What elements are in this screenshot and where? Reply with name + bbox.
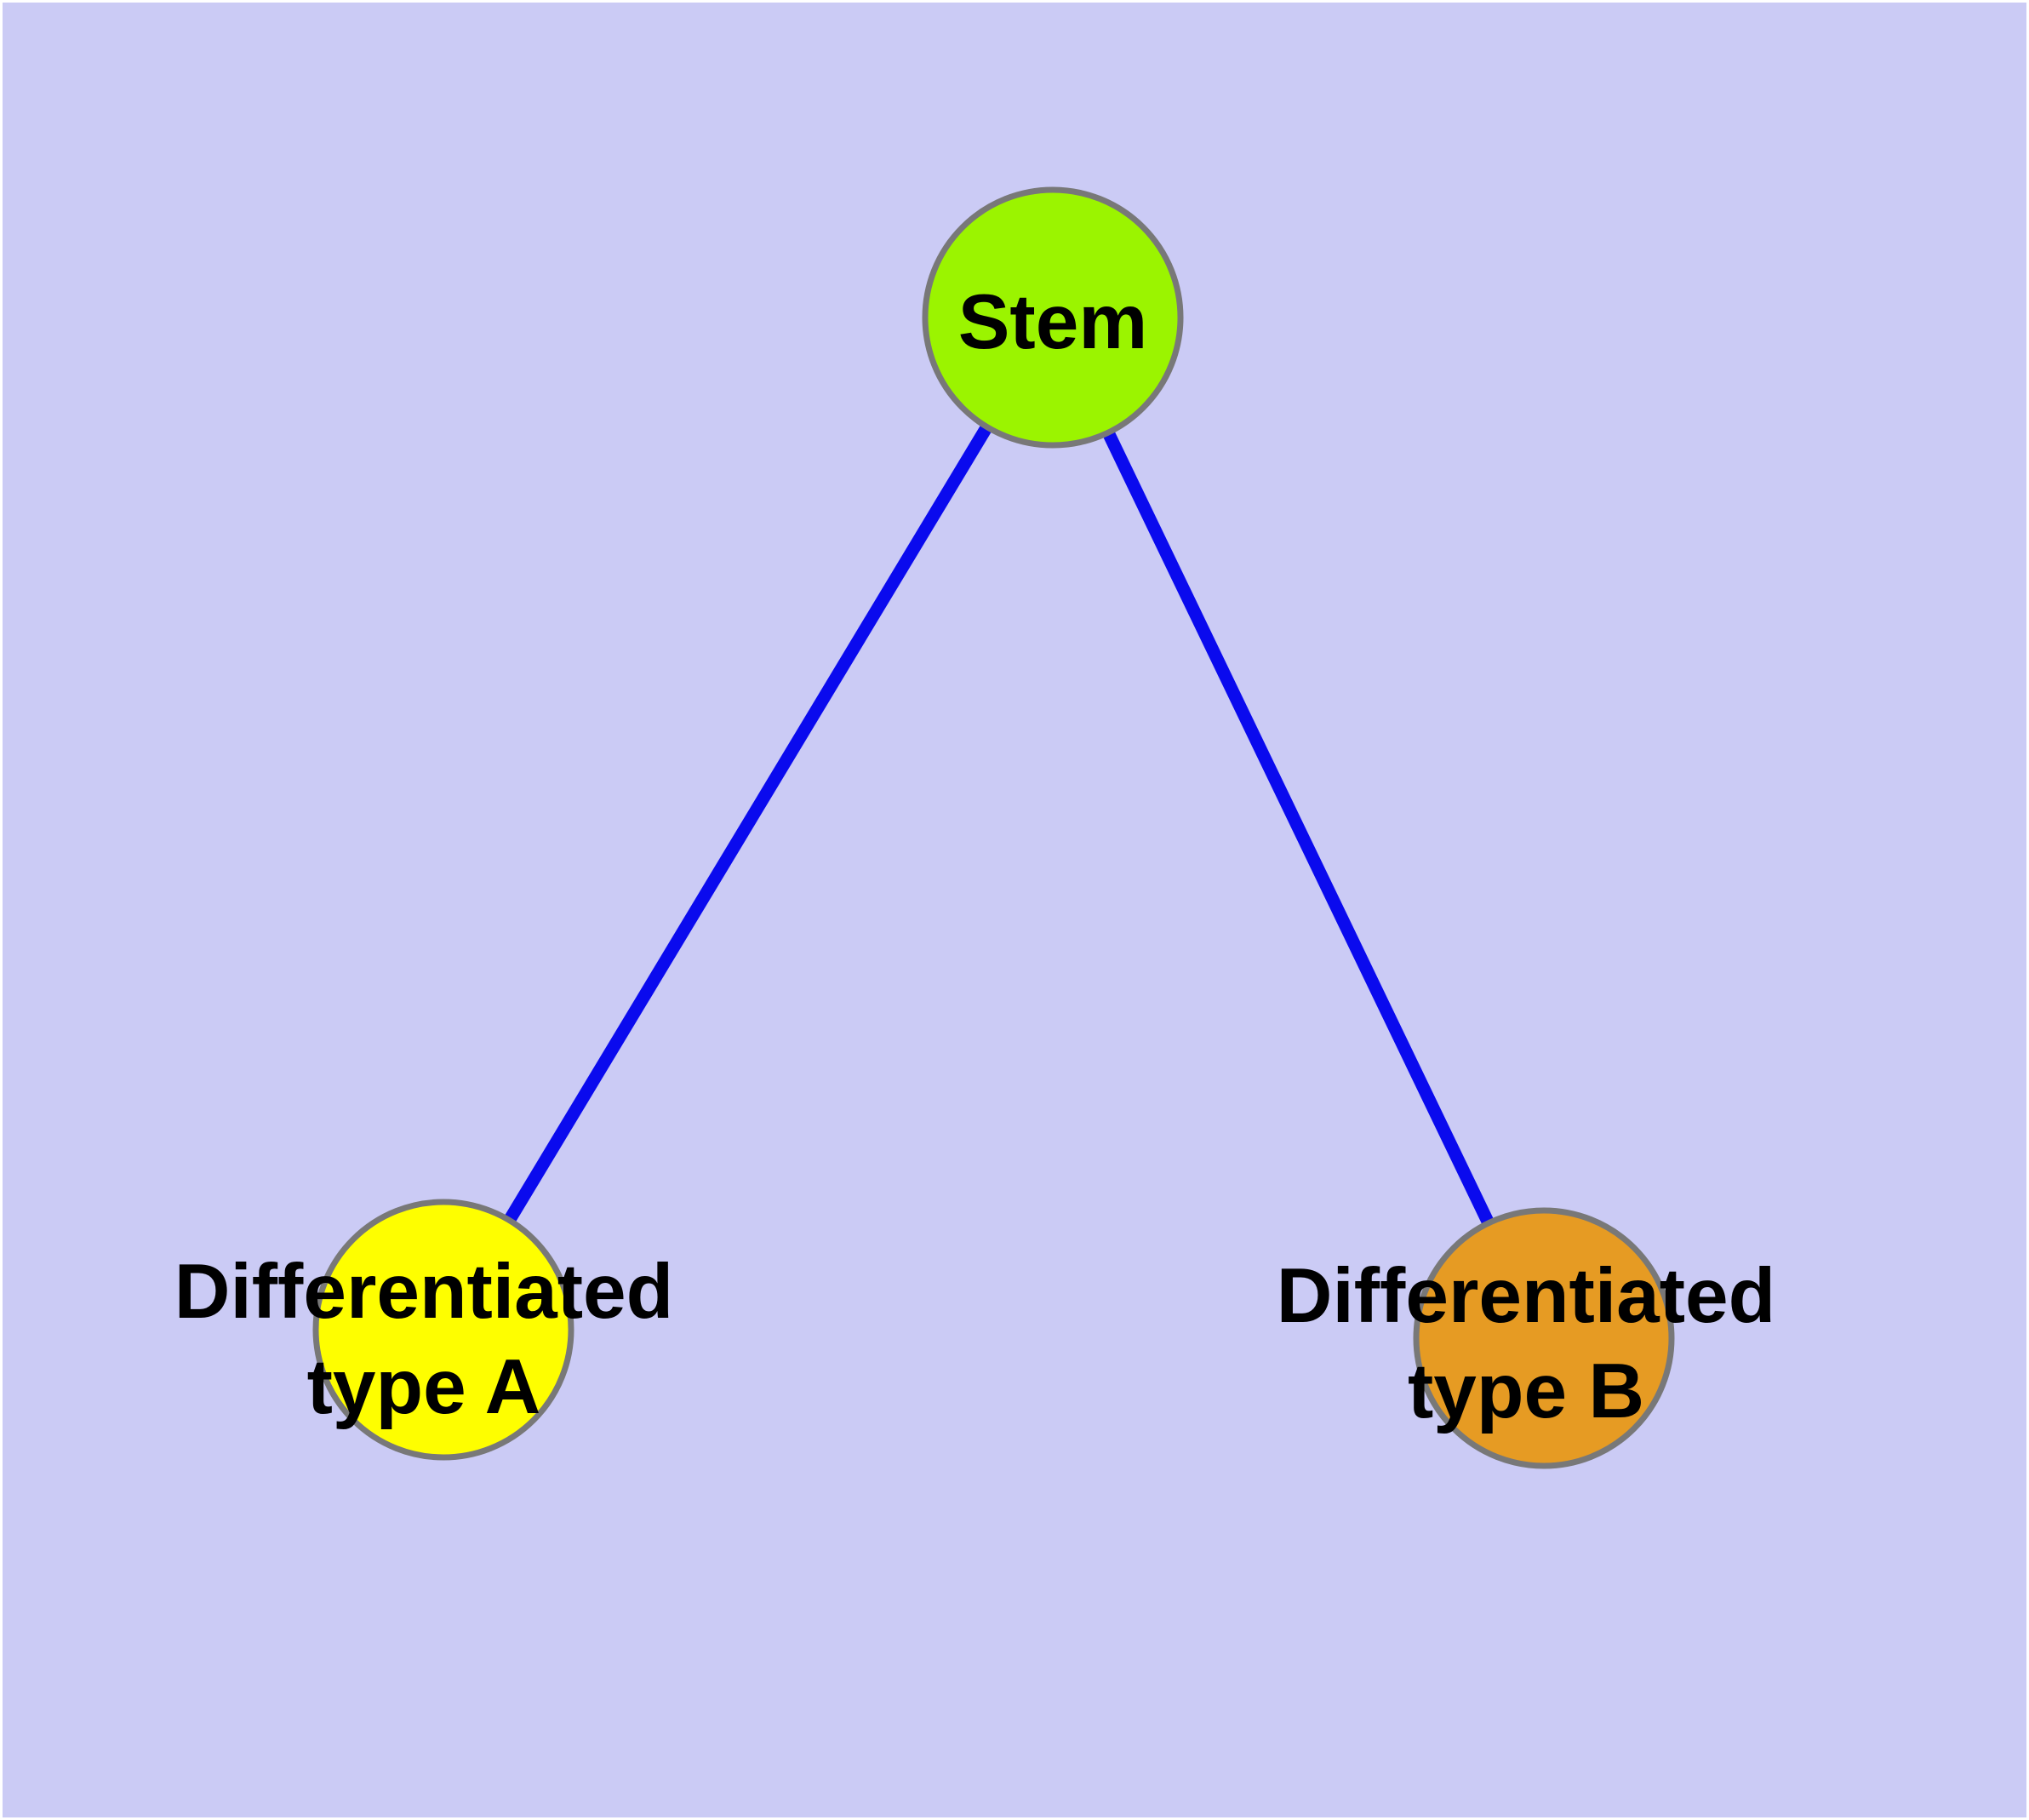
node-type-a-label-line1: Differentiated	[174, 1249, 674, 1335]
node-type-b-circle	[1413, 1207, 1675, 1469]
node-type-b-label-line1: Differentiated	[1277, 1253, 1776, 1339]
edge-stem-to-type-a	[437, 314, 1059, 1333]
node-type-b-label-line2: type B	[1408, 1348, 1644, 1434]
edge-stem-to-type-b	[1047, 314, 1550, 1342]
node-stem-label: Stem	[958, 279, 1148, 365]
node-type-a-label-line2: type A	[307, 1344, 541, 1430]
node-type-a-circle	[312, 1199, 574, 1461]
node-stem-circle	[922, 186, 1184, 449]
